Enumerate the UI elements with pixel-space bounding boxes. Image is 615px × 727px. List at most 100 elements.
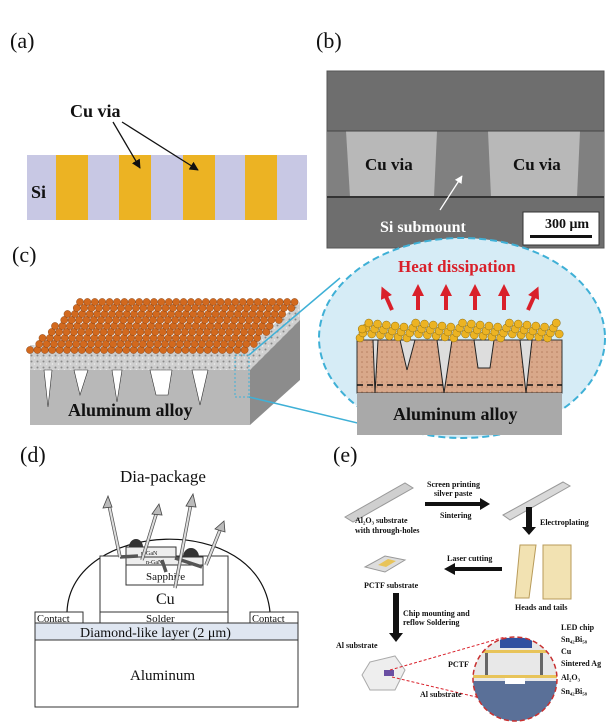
copper-particle xyxy=(76,298,84,306)
copper-particle xyxy=(399,322,409,332)
si-label: Si xyxy=(31,182,46,202)
copper-particle xyxy=(102,304,111,312)
silver-printed-substrate-image xyxy=(502,481,572,521)
copper-particle xyxy=(513,319,523,329)
panel-label-b: (b) xyxy=(316,28,342,53)
copper-particle xyxy=(357,324,367,334)
aluminum-label: Aluminum xyxy=(130,668,195,684)
copper-particle xyxy=(505,318,514,328)
scale-bar xyxy=(530,235,592,238)
copper-particle xyxy=(154,304,162,312)
copper-particle xyxy=(205,340,214,348)
copper-particle xyxy=(127,298,136,306)
copper-particle xyxy=(242,340,251,348)
cu-via xyxy=(119,155,151,220)
copper-particle xyxy=(191,304,199,312)
copper-particle xyxy=(67,316,76,324)
copper-particle xyxy=(364,318,374,328)
copper-particle xyxy=(158,328,167,336)
copper-particle xyxy=(230,316,239,324)
copper-particle xyxy=(458,318,467,328)
copper-particle xyxy=(134,316,143,324)
copper-particle xyxy=(186,316,194,324)
cu-label: Cu xyxy=(156,591,175,608)
panel-label-d: (d) xyxy=(20,442,46,467)
copper-particle xyxy=(146,340,155,348)
copper-particle xyxy=(552,318,561,328)
cu-via xyxy=(56,155,88,220)
copper-particle xyxy=(247,328,256,336)
copper-particle xyxy=(194,298,203,306)
panel-label-c: (c) xyxy=(12,242,36,267)
copper-particle xyxy=(220,304,229,312)
copper-particle xyxy=(429,320,438,330)
copper-particle xyxy=(250,340,258,348)
copper-particle xyxy=(188,328,197,336)
copper-particle xyxy=(275,298,284,306)
al-substrate-label-top: Al substrate xyxy=(336,641,378,650)
arrow-down xyxy=(389,633,403,642)
solder-label: Solder xyxy=(146,613,175,625)
copper-particle xyxy=(97,316,106,324)
copper-particle xyxy=(92,328,100,336)
cu-via-label: Cu via xyxy=(70,101,121,121)
p-gan-label: p-GaN xyxy=(141,551,158,557)
p-gan-layer xyxy=(125,546,177,558)
copper-particle xyxy=(79,340,88,348)
substrate-label-1: Al₂O₃ substrate xyxy=(355,516,408,525)
copper-particle xyxy=(287,304,296,312)
copper-particle xyxy=(203,328,211,336)
pctf-label: PCTF xyxy=(448,660,469,669)
cu-via xyxy=(245,155,277,220)
copper-particle xyxy=(245,316,254,324)
copper-particle xyxy=(176,304,185,312)
al2o3-substrate-image xyxy=(344,482,414,523)
panel-label-e: (e) xyxy=(333,442,357,467)
heads-image xyxy=(514,544,537,599)
copper-particle xyxy=(117,304,125,312)
arrow xyxy=(121,121,199,171)
heat-dissipation-label: Heat dissipation xyxy=(398,257,516,276)
cu-via-left-label: Cu via xyxy=(365,155,413,174)
copper-particles-zoom xyxy=(355,318,564,343)
copper-particle xyxy=(149,316,157,324)
copper-particle xyxy=(210,328,219,336)
substrate-label-2: with through-holes xyxy=(355,526,420,535)
copper-particle xyxy=(131,340,140,348)
copper-particle xyxy=(198,340,206,348)
contact-right xyxy=(249,611,299,624)
copper-particle xyxy=(135,298,143,306)
copper-particle xyxy=(166,328,174,336)
layer-cu: Cu xyxy=(561,647,572,656)
copper-particle xyxy=(437,321,447,331)
heads-label: Heads and tails xyxy=(515,603,567,612)
copper-particle xyxy=(223,316,231,324)
copper-particle xyxy=(179,298,188,306)
contact-left-label: Contact xyxy=(37,614,70,625)
copper-particle xyxy=(493,322,502,332)
contact-right-label: Contact xyxy=(252,614,285,625)
copper-particle xyxy=(80,304,88,312)
copper-particle xyxy=(172,298,180,306)
copper-particle xyxy=(540,322,549,332)
copper-particle xyxy=(213,340,221,348)
copper-particle xyxy=(201,298,210,306)
copper-particle xyxy=(109,340,118,348)
copper-particle xyxy=(187,298,195,306)
copper-particle xyxy=(164,298,173,306)
copper-particle xyxy=(139,304,148,312)
copper-particle xyxy=(83,298,92,306)
copper-particle xyxy=(216,298,225,306)
copper-particle xyxy=(467,319,476,329)
copper-particle xyxy=(195,328,204,336)
copper-particle xyxy=(181,328,189,336)
copper-particle xyxy=(206,304,214,312)
copper-particle xyxy=(183,340,192,348)
electroplating-label: Electroplating xyxy=(540,518,589,527)
arrow-down xyxy=(522,527,536,535)
layer-led-chip: LED chip xyxy=(561,623,595,632)
copper-particle xyxy=(262,328,271,336)
chip-line1: Chip mounting and xyxy=(403,609,470,618)
copper-particle xyxy=(215,316,224,324)
